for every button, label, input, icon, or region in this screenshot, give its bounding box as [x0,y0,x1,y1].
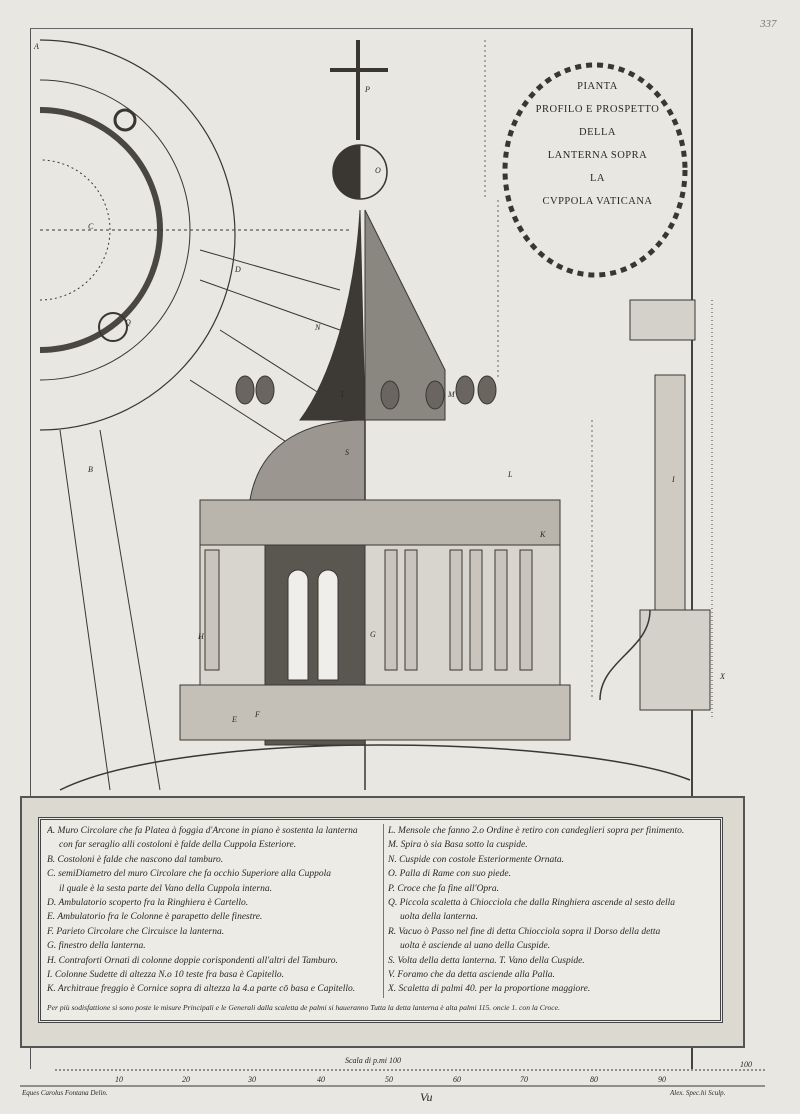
legend-line: D. Ambulatorio scoperto fra la Ringhiera… [47,897,249,908]
legend-left-column: A. Muro Circolare che fa Platea à foggia… [47,824,381,997]
signature-mark: Vu [420,1090,433,1104]
cuspide [299,209,446,421]
label-k: K [540,530,546,539]
title-line: PROFILO E PROSPETTO [535,104,660,115]
label-f: F [255,710,260,719]
legend-line: S. Volta della detta lanterna. T. Vano d… [388,955,585,966]
title-line: LANTERNA SOPRA [547,150,648,161]
legend-line: G. finestro della lanterna. [47,941,146,952]
legend-line: V. Foramo che da detta asciende alla Pal… [388,969,555,980]
scale-tick: 70 [520,1075,528,1084]
legend-line: Q. Piccola scaletta à Chiocciola che dal… [388,897,676,908]
label-l: L [508,470,513,479]
title-line: LA [590,173,605,184]
legend-line: X. Scaletta di palmi 40. per la proporti… [388,984,591,995]
label-o: O [375,166,381,175]
scale-tick: 50 [385,1075,393,1084]
label-i: I [672,475,675,484]
legend-line: con far seraglio alli costoloni è falde … [59,840,297,851]
legend-line: K. Architraue freggio è Cornice sopra di… [47,984,356,995]
legend-line: F. Parieto Circolare che Circuisce la la… [47,926,225,937]
legend-line: uolta è asciende al uano della Cuspide. [400,941,551,952]
legend-line: M. Spira ò sia Basa sotto la cuspide. [388,840,528,851]
legend-box: A. Muro Circolare che fa Platea à foggia… [38,817,723,1023]
legend-line: il quale è la sesta parte del Vano della… [59,883,272,894]
label-b: B [88,465,93,474]
scale-tick: 20 [182,1075,190,1084]
plan-view [39,39,350,791]
label-t: T [340,390,345,399]
legend-line: N. Cuspide con costole Esteriormente Orn… [388,854,564,865]
label-m: M [448,390,455,399]
column-profile [599,299,713,720]
legend-line: R. Vacuo ò Passo nel fine di detta Chioc… [388,926,661,937]
legend-line: C. semiDiametro del muro Circolare che f… [47,869,331,880]
label-q: Q [125,318,131,327]
scale-tick: 100 [740,1060,752,1069]
title-line: CVPPOLA VATICANA [542,196,653,207]
label-e: E [232,715,237,724]
title-line: DELLA [579,127,616,138]
plate-border [30,28,693,1069]
label-s: S [345,448,349,457]
legend-line: L. Mensole che fanno 2.o Ordine è retiro… [388,826,685,836]
label-d: D [235,265,241,274]
scale-tick: 30 [248,1075,256,1084]
legend-line: uolta della lanterna. [400,912,478,923]
scale-tick: 10 [115,1075,123,1084]
legend-line: B. Costoloni è falde che nascono dal tam… [47,854,224,865]
engraver-signature: Alex. Spec.hi Sculp. [670,1089,726,1097]
legend-footnote: Per più sodisfattione si sono poste le m… [47,1003,560,1012]
label-a: A [34,42,39,51]
legend-line: O. Palla di Rame con suo piede. [388,869,511,880]
cross-and-ball [330,40,388,200]
label-x: X [720,672,725,681]
legend-line: I. Colonne Sudette di altezza N.o 10 tes… [47,969,284,980]
scale-tick: 60 [453,1075,461,1084]
label-n: N [315,323,321,332]
scale-tick: 80 [590,1075,598,1084]
title-line: PIANTA [577,81,618,92]
title-cartouche: PIANTA PROFILO E PROSPETTO DELLA LANTERN… [515,75,680,213]
label-h: H [198,632,204,641]
label-p: P [365,85,370,94]
laurel-wreath [502,62,688,278]
label-c: C [88,222,94,231]
legend-line: A. Muro Circolare che fa Platea à foggia… [47,826,358,836]
legend-line: P. Croce che fa fine all'Opra. [388,883,500,894]
scale-tick: 90 [658,1075,666,1084]
scale-title: Scala di p.mi 100 [345,1056,401,1065]
columns [204,549,533,671]
draftsman-signature: Eques Carolus Fontana Delin. [22,1089,108,1097]
page-number: 337 [760,18,777,30]
legend-line: H. Contraforti Ornati di colonne doppie … [47,955,338,966]
scale-tick: 40 [317,1075,325,1084]
label-g: G [370,630,376,639]
legend-right-column: L. Mensole che fanno 2.o Ordine è retiro… [383,824,718,998]
legend-line: E. Ambulatorio fra le Colonne è parapett… [47,912,263,923]
